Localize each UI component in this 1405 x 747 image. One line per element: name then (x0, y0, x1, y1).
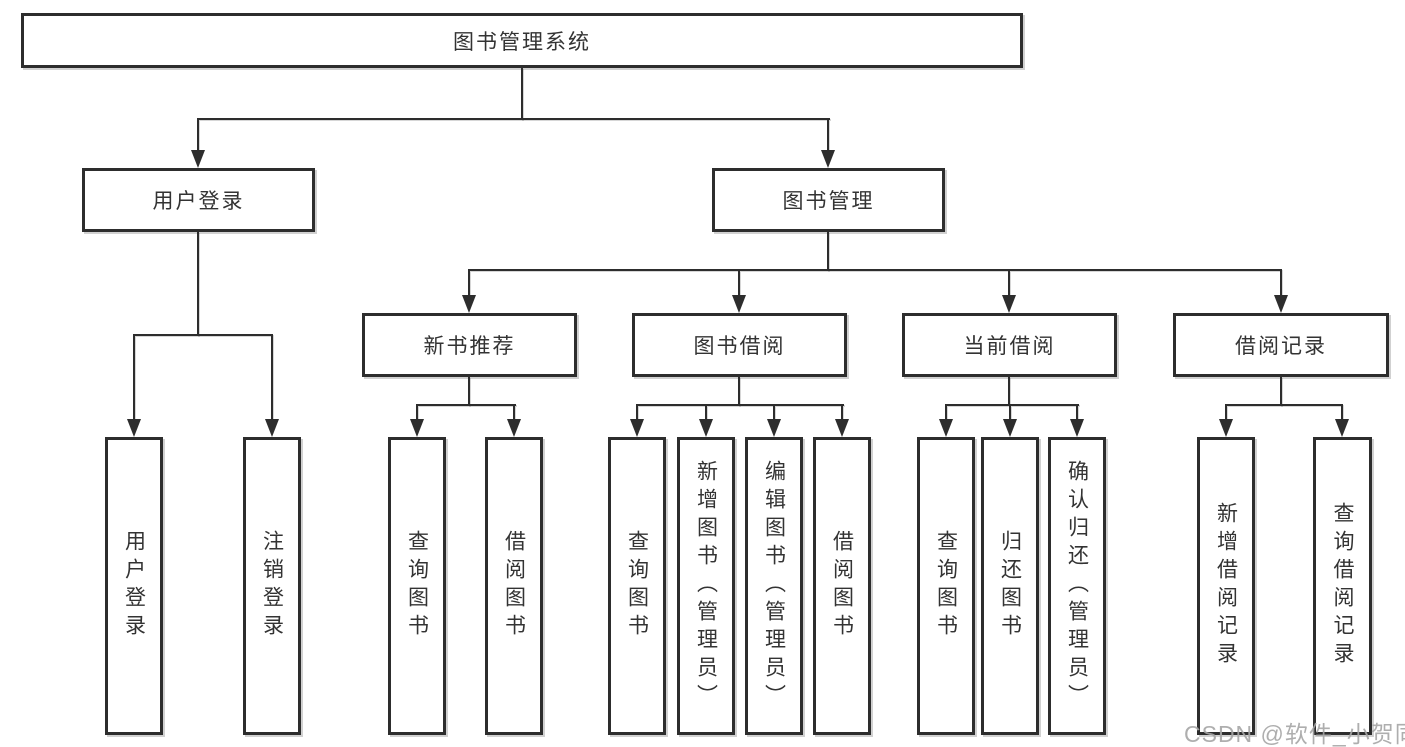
connector-line (468, 269, 1282, 271)
arrowhead-down-icon (265, 419, 279, 437)
connector-line (133, 334, 273, 336)
node-borrow-records: 借阅记录 (1173, 313, 1389, 377)
connector-line (1341, 406, 1343, 419)
arrowhead-down-icon (835, 419, 849, 437)
arrowhead-down-icon (1002, 295, 1016, 313)
connector-line (1280, 377, 1282, 406)
arrowhead-down-icon (507, 419, 521, 437)
leaf-query-books-recommend: 查询图书 (388, 437, 446, 735)
connector-line (197, 120, 199, 150)
connector-line (827, 232, 829, 271)
leaf-logout: 注销登录 (243, 437, 301, 735)
arrowhead-down-icon (732, 295, 746, 313)
connector-line (1009, 406, 1011, 419)
connector-line (945, 404, 1079, 406)
arrowhead-down-icon (1003, 419, 1017, 437)
node-book-borrow: 图书借阅 (632, 313, 847, 377)
arrowhead-down-icon (939, 419, 953, 437)
leaf-borrow-books-recommend: 借阅图书 (485, 437, 543, 735)
connector-line (271, 336, 273, 419)
connector-line (945, 406, 947, 419)
connector-line (1280, 271, 1282, 297)
arrowhead-down-icon (1070, 419, 1084, 437)
node-user-login: 用户登录 (82, 168, 315, 232)
node-library-management-system: 图书管理系统 (21, 13, 1023, 68)
connector-line (827, 120, 829, 150)
node-new-book-recommend: 新书推荐 (362, 313, 577, 377)
leaf-user-login: 用户登录 (105, 437, 163, 735)
connector-line (197, 232, 199, 336)
connector-line (1008, 377, 1010, 406)
connector-line (636, 406, 638, 419)
connector-line (1076, 406, 1078, 419)
connector-line (1225, 404, 1343, 406)
connector-line (133, 336, 135, 419)
csdn-watermark: CSDN @软件_小贺同学 (1184, 721, 1405, 747)
arrowhead-down-icon (767, 419, 781, 437)
arrowhead-down-icon (1274, 295, 1288, 313)
arrowhead-down-icon (410, 419, 424, 437)
connector-line (1008, 271, 1010, 297)
connector-line (197, 118, 830, 120)
connector-line (513, 406, 515, 419)
connector-line (416, 404, 516, 406)
arrowhead-down-icon (821, 150, 835, 168)
arrowhead-down-icon (630, 419, 644, 437)
connector-line (521, 68, 523, 120)
arrowhead-down-icon (191, 150, 205, 168)
leaf-add-borrow-record: 新增借阅记录 (1197, 437, 1255, 735)
connector-line (1225, 406, 1227, 419)
leaf-query-books-borrow: 查询图书 (608, 437, 666, 735)
connector-line (705, 406, 707, 419)
arrowhead-down-icon (1335, 419, 1349, 437)
node-current-borrow: 当前借阅 (902, 313, 1117, 377)
leaf-return-books: 归还图书 (981, 437, 1039, 735)
leaf-borrow-books: 借阅图书 (813, 437, 871, 735)
leaf-confirm-return-admin: 确认归还（管理员） (1048, 437, 1106, 735)
connector-line (636, 404, 844, 406)
arrowhead-down-icon (699, 419, 713, 437)
connector-line (773, 406, 775, 419)
leaf-query-books-current: 查询图书 (917, 437, 975, 735)
leaf-add-books-admin: 新增图书（管理员） (677, 437, 735, 735)
connector-line (468, 271, 470, 297)
connector-line (738, 271, 740, 297)
arrowhead-down-icon (462, 295, 476, 313)
arrowhead-down-icon (127, 419, 141, 437)
connector-line (416, 406, 418, 419)
leaf-edit-books-admin: 编辑图书（管理员） (745, 437, 803, 735)
connector-line (468, 377, 470, 406)
leaf-query-borrow-record: 查询借阅记录 (1313, 437, 1372, 735)
arrowhead-down-icon (1219, 419, 1233, 437)
node-book-management: 图书管理 (712, 168, 945, 232)
connector-line (841, 406, 843, 419)
connector-line (738, 377, 740, 406)
